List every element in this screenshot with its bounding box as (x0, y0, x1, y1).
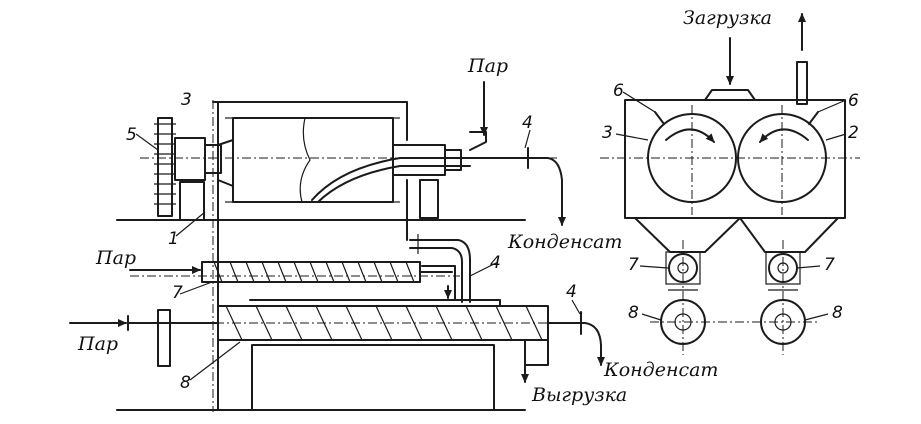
label-steam-top: Пар (467, 55, 508, 77)
label-unloading: Выгрузка (531, 384, 627, 406)
drum-dryer-assembly (116, 81, 566, 412)
num-3-top: 3 (181, 90, 192, 110)
upper-screw-7 (129, 261, 460, 301)
num-8-r2: 8 (832, 303, 843, 323)
twin-drum-assembly (600, 13, 860, 355)
label-steam-mid: Пар (95, 247, 136, 269)
num-6-right: 6 (848, 91, 859, 111)
num-8-r1: 8 (628, 303, 639, 323)
num-7-left: 7 (172, 283, 183, 303)
num-2: 2 (848, 123, 859, 143)
label-condensate-1: Конденсат (507, 231, 622, 253)
twin-drum-housing (624, 99, 846, 219)
drum (232, 117, 394, 203)
gear-teeth (154, 123, 176, 205)
num-4-top: 4 (522, 113, 533, 133)
label-condensate-2: Конденсат (603, 359, 718, 381)
num-7-r2: 7 (824, 255, 835, 275)
num-5: 5 (126, 125, 137, 145)
num-6-left: 6 (613, 81, 624, 101)
label-loading: Загрузка (683, 7, 772, 29)
num-4-low: 4 (566, 282, 577, 302)
num-7-r1: 7 (628, 255, 639, 275)
lower-screw-8 (69, 299, 605, 411)
gear-5 (157, 117, 173, 217)
num-8-left: 8 (180, 373, 191, 393)
num-1: 1 (168, 229, 179, 249)
label-steam-bottom: Пар (77, 333, 118, 355)
num-3-right: 3 (602, 123, 613, 143)
leader-lines (135, 91, 847, 381)
